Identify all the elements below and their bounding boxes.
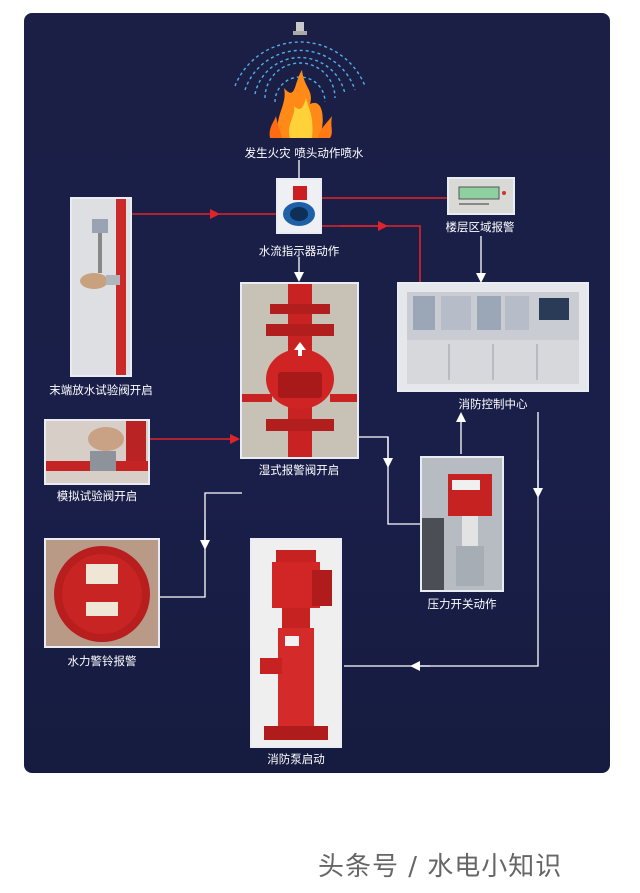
alarm-display-icon [458, 186, 506, 205]
caption-flow-indicator: 水流指示器动作 [258, 244, 340, 258]
alarm-bell-icon [54, 546, 150, 642]
pump-icon [260, 550, 332, 740]
hand-valve-icon [46, 421, 148, 471]
end-test-valve-photo [70, 197, 132, 377]
fire-pump-photo [250, 538, 342, 748]
caption-water-motor-bell: 水力警铃报警 [67, 654, 137, 668]
flow-indicator-photo [276, 178, 322, 234]
test-valve-pipe-icon [80, 199, 126, 375]
alarm-valve-icon [242, 284, 357, 457]
sprinkler-fire-node [210, 18, 390, 146]
control-console-icon [407, 292, 579, 384]
caption-floor-alarm: 楼层区域报警 [445, 220, 515, 234]
simulated-test-valve-photo [44, 419, 150, 485]
caption-control-center: 消防控制中心 [458, 397, 528, 411]
floor-alarm-photo [447, 177, 515, 215]
watermark: 头条号 / 水电小知识 [318, 852, 563, 882]
arrow-alarm-valve-to-pressure-switch [358, 436, 420, 525]
pressure-switch-photo [420, 456, 504, 592]
sprinkler-spray-icon [234, 22, 366, 138]
control-center-photo [397, 282, 589, 392]
caption-simulated-test-valve: 模拟试验阀开启 [56, 489, 138, 503]
pressure-switch-icon [422, 474, 492, 590]
flow-indicator-icon [283, 186, 315, 226]
arrow-alarm-valve-to-bell [160, 492, 242, 598]
caption-end-test-valve: 末端放水试验阀开启 [49, 383, 153, 397]
caption-fire: 发生火灾 喷头动作喷水 [244, 146, 364, 160]
caption-pressure-switch: 压力开关动作 [427, 597, 497, 611]
water-motor-bell-photo [44, 538, 160, 648]
caption-wet-alarm-valve: 湿式报警阀开启 [258, 463, 340, 477]
caption-fire-pump: 消防泵启动 [267, 752, 325, 766]
wet-alarm-valve-photo [240, 282, 359, 459]
